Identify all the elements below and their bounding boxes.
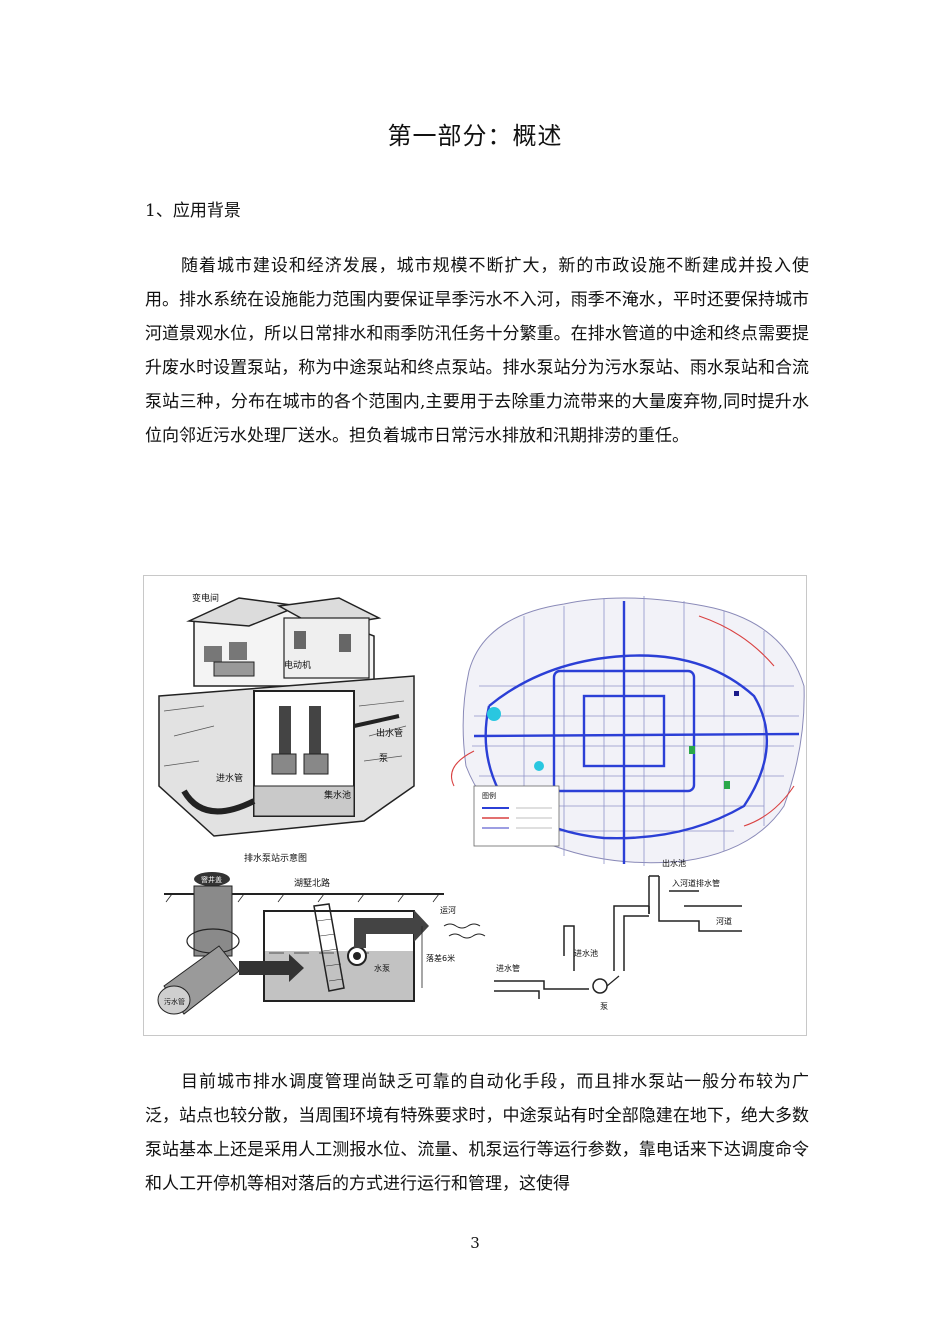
label-manhole-cover: 窨井盖 [201,875,222,884]
paragraph-background: 随着城市建设和经济发展，城市规模不断扩大，新的市政设施不断建成并投入使用。排水系… [145,256,809,446]
label-outlet-basin: 出水池 [662,858,686,868]
station-diagram: 变电间 电动机 出水管 泵 进水管 集水池 排水泵站示意图 [158,592,415,864]
page-number: 3 [470,1234,480,1252]
gravity-flow-diagram: 窨井盖 湖墅北路 污水管 [157,872,486,1015]
label-canal: 运河 [440,905,456,915]
map-legend-title: 图例 [482,791,496,800]
paragraph-current-situation: 目前城市排水调度管理尚缺乏可靠的自动化手段，而且排水泵站一般分布较为广泛，站点也… [145,1072,809,1194]
label-sewer-pipe: 污水管 [164,997,185,1006]
pump-station-figure: 变电间 电动机 出水管 泵 进水管 集水池 排水泵站示意图 [143,575,807,1036]
label-sump: 集水池 [324,789,351,801]
label-river-discharge-pipe: 入河道排水管 [672,878,720,888]
label-river: 河道 [716,916,732,926]
label-inlet-basin: 进水池 [574,948,598,958]
label-road: 湖墅北路 [294,877,330,889]
label-drop-height: 落差6米 [426,953,455,963]
label-water-pump: 水泵 [374,963,390,973]
figure-canvas: 变电间 电动机 出水管 泵 进水管 集水池 排水泵站示意图 [157,592,805,1015]
label-pump: 泵 [379,753,388,764]
city-drainage-map: 图例 [450,596,805,866]
label-motor: 电动机 [284,659,311,671]
pump-schematic: 出水池 入河道排水管 河道 进水管 进水池 泵 [494,858,742,1011]
station-diagram-caption: 排水泵站示意图 [244,852,307,864]
section-heading: 1、应用背景 [145,201,241,221]
label-outlet-pipe: 出水管 [376,727,403,739]
page-title: 第一部分：概述 [387,122,563,150]
label-schematic-pump: 泵 [600,1002,608,1011]
label-substation: 变电间 [192,592,219,604]
label-inlet-pipe: 进水管 [216,772,243,784]
label-schematic-inlet-pipe: 进水管 [496,963,520,973]
map-legend: 图例 [473,785,560,847]
